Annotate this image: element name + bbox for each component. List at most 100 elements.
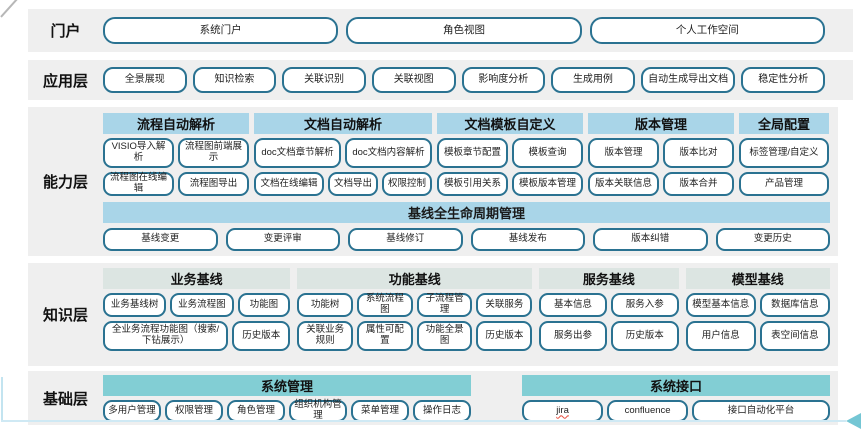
diagram-box: 服务入参	[610, 293, 679, 317]
diagram-box: 模板引用关系	[437, 172, 508, 196]
diagram-box: 知识检索	[192, 67, 277, 93]
diagram-box: 角色管理	[227, 400, 285, 422]
diagram-box: 属性可配置	[356, 321, 413, 351]
diagram-box: 版本合并	[663, 172, 734, 196]
diagram-box: 功能全景图	[416, 321, 473, 351]
group-header: 文档自动解析	[254, 113, 432, 134]
diagram-box: 模型基本信息	[685, 293, 756, 317]
button-row: 全景展现知识检索关联识别关联视图影响度分析生成用例自动生成导出文档稳定性分析	[103, 67, 853, 93]
diagram-box: 历史版本	[610, 321, 679, 351]
button-row: 基本信息服务入参	[539, 293, 679, 317]
layer-band-application: 应用层 全景展现知识检索关联识别关联视图影响度分析生成用例自动生成导出文档稳定性…	[28, 60, 853, 100]
group-header: 模型基线	[685, 268, 830, 289]
button-row: 全业务流程功能图（搜索/下钻展示）历史版本	[103, 321, 291, 351]
diagram-box: 接口自动化平台	[692, 400, 830, 422]
button-row: 标签管理/自定义	[739, 138, 829, 168]
diagram-box: 流程图前端展示	[178, 138, 249, 168]
group-container: 系统管理多用户管理权限管理角色管理组织机构管理菜单管理操作日志 系统接口 jira c…	[103, 375, 838, 422]
diagram-box: 关联服务	[476, 293, 533, 317]
diagram-box: 全景展现	[103, 67, 187, 93]
button-row: 基线变更变更评审基线修订基线发布版本纠错变更历史	[103, 228, 830, 251]
diagram-box: 自动生成导出文档	[640, 67, 736, 93]
group-container: 业务基线业务基线树业务流程图功能图全业务流程功能图（搜索/下钻展示）历史版本功能…	[103, 268, 838, 351]
diagram-box: 系统门户	[103, 17, 339, 44]
band-content: 全景展现知识检索关联识别关联视图影响度分析生成用例自动生成导出文档稳定性分析	[103, 60, 853, 100]
group-header: 业务基线	[103, 268, 291, 289]
layer-label: 知识层	[42, 307, 88, 324]
diagram-box: 子流程管理	[416, 293, 473, 317]
diagram-box: 操作日志	[413, 400, 471, 422]
button-row: 服务出参历史版本	[539, 321, 679, 351]
button-row: 模型基本信息数据库信息	[685, 293, 831, 317]
diagram-box: 模板章节配置	[437, 138, 508, 168]
diagram-box: 变更评审	[225, 228, 340, 251]
button-row: 版本管理版本比对	[588, 138, 734, 168]
diagram-box: 权限控制	[382, 172, 432, 196]
button-row: 用户信息表空间信息	[685, 321, 831, 351]
diagram-box: 历史版本	[232, 321, 291, 351]
diagram-box: 个人工作空间	[589, 17, 825, 44]
diagram-box: 业务流程图	[170, 293, 234, 317]
button-row: 产品管理	[739, 172, 829, 196]
button-row: 流程图在线编辑流程图导出	[103, 172, 249, 196]
spellcheck-flagged-text: jira	[556, 404, 569, 416]
feature-group: 文档模板自定义模板章节配置模板查询模板引用关系模板版本管理	[437, 113, 583, 196]
group-header: 系统管理	[103, 375, 471, 396]
button-row: 版本关联信息版本合并	[588, 172, 734, 196]
bottom-arrow-line	[1, 420, 846, 422]
group-header: 系统接口	[522, 375, 830, 396]
diagram-box: 权限管理	[165, 400, 223, 422]
feature-group: 系统管理多用户管理权限管理角色管理组织机构管理菜单管理操作日志	[103, 375, 471, 422]
diagram-box: 版本管理	[588, 138, 659, 168]
diagram-box: 角色视图	[346, 17, 582, 44]
group-header: 服务基线	[539, 268, 679, 289]
diagram-box: 功能图	[237, 293, 291, 317]
diagram-box: 版本比对	[663, 138, 734, 168]
baseline-band-header: 基线全生命周期管理	[103, 202, 830, 223]
diagram-box: 模板查询	[512, 138, 583, 168]
band-content: 系统管理多用户管理权限管理角色管理组织机构管理菜单管理操作日志 系统接口 jira c…	[103, 371, 838, 425]
button-row: 系统门户角色视图个人工作空间	[103, 17, 853, 44]
diagram-box: 关联识别	[282, 67, 366, 93]
diagram-box: 系统流程图	[356, 293, 413, 317]
layer-band-portal: 门户 系统门户角色视图个人工作空间	[28, 9, 853, 52]
diagram-box: 模板版本管理	[512, 172, 583, 196]
diagram-box: 表空间信息	[759, 321, 831, 351]
button-row: 文档在线编辑文档导出权限控制	[254, 172, 432, 196]
diagram-box: jira	[522, 400, 604, 422]
diagram-box: 基本信息	[539, 293, 607, 317]
diagram-box: 基线修订	[348, 228, 463, 251]
feature-group: 模型基线模型基本信息数据库信息用户信息表空间信息	[685, 268, 831, 351]
diagram-box: 多用户管理	[103, 400, 161, 422]
slide-corner-mark	[0, 0, 18, 18]
frame-left-line	[1, 377, 3, 422]
button-row: 关联业务规则属性可配置功能全景图历史版本	[297, 321, 533, 351]
button-row: 模板引用关系模板版本管理	[437, 172, 583, 196]
diagram-box: confluence	[607, 400, 689, 422]
band-content: 业务基线业务基线树业务流程图功能图全业务流程功能图（搜索/下钻展示）历史版本功能…	[103, 263, 838, 366]
button-row: 功能树系统流程图子流程管理关联服务	[297, 293, 533, 317]
diagram-box: 功能树	[297, 293, 353, 317]
feature-group: 全局配置标签管理/自定义产品管理	[739, 113, 829, 196]
feature-group: 服务基线基本信息服务入参服务出参历史版本	[539, 268, 679, 351]
diagram-box: 流程图导出	[178, 172, 249, 196]
group-header: 功能基线	[297, 268, 533, 289]
diagram-box: doc文档内容解析	[345, 138, 432, 168]
layer-label: 能力层	[42, 174, 88, 191]
button-row: 多用户管理权限管理角色管理组织机构管理菜单管理操作日志	[103, 399, 471, 422]
diagram-box: doc文档章节解析	[254, 138, 341, 168]
band-content: 系统门户角色视图个人工作空间	[103, 9, 853, 52]
diagram-box: 用户信息	[685, 321, 756, 351]
feature-group: 版本管理版本管理版本比对版本关联信息版本合并	[588, 113, 734, 196]
diagram-box: 数据库信息	[759, 293, 831, 317]
button-row: 业务基线树业务流程图功能图	[103, 293, 291, 317]
layer-label: 应用层	[42, 72, 88, 90]
diagram-box: 产品管理	[739, 172, 829, 196]
diagram-box: 稳定性分析	[741, 67, 826, 93]
layer-band-knowledge: 知识层 业务基线业务基线树业务流程图功能图全业务流程功能图（搜索/下钻展示）历史…	[28, 263, 838, 366]
